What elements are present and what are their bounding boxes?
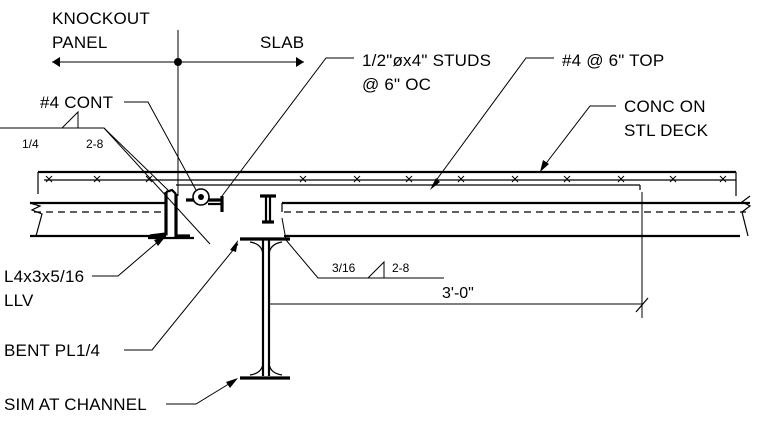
- leaders: [0, 57, 616, 405]
- weld1-length: 2-8: [86, 137, 104, 151]
- angle-label-line1: L4x3x5/16: [4, 267, 84, 286]
- slab-label: SLAB: [260, 33, 304, 52]
- shear-stud-vertical: [260, 194, 276, 224]
- sim-channel-label: SIM AT CHANNEL: [4, 395, 147, 414]
- dimension-text: 3'-0": [442, 285, 474, 302]
- weld2-length: 2-8: [392, 261, 410, 275]
- studs-label-line1: 1/2"øx4" STUDS: [362, 51, 491, 70]
- concrete-slab: [37, 170, 737, 196]
- dimension-3ft: [270, 192, 649, 318]
- weld1-size: 1/4: [22, 137, 39, 151]
- top-bars-label: #4 @ 6" TOP: [562, 51, 664, 70]
- knockout-label-line1: KNOCKOUT: [52, 9, 150, 28]
- cont-bar-label: #4 CONT: [40, 93, 113, 112]
- weld-symbol-2: [367, 260, 385, 279]
- steel-beam: [240, 237, 290, 380]
- knockout-label-line2: PANEL: [52, 33, 108, 52]
- top-rebar-markers: [45, 175, 727, 183]
- conc-label-line2: STL DECK: [624, 121, 709, 140]
- weld-symbol-1: [61, 110, 79, 129]
- weld2-size: 3/16: [332, 261, 356, 275]
- angle-label-line2: LLV: [4, 291, 34, 310]
- steel-deck: [29, 195, 752, 238]
- panel-boundary-marker: [52, 30, 304, 196]
- conc-label-line1: CONC ON: [624, 97, 706, 116]
- studs-label-line2: @ 6" OC: [362, 75, 431, 94]
- shear-stud-horizontal: [208, 196, 224, 212]
- bent-plate-label: BENT PL1/4: [4, 341, 100, 360]
- angle-and-bent-plate: [148, 188, 222, 240]
- cont-rebar-circle: [192, 188, 210, 206]
